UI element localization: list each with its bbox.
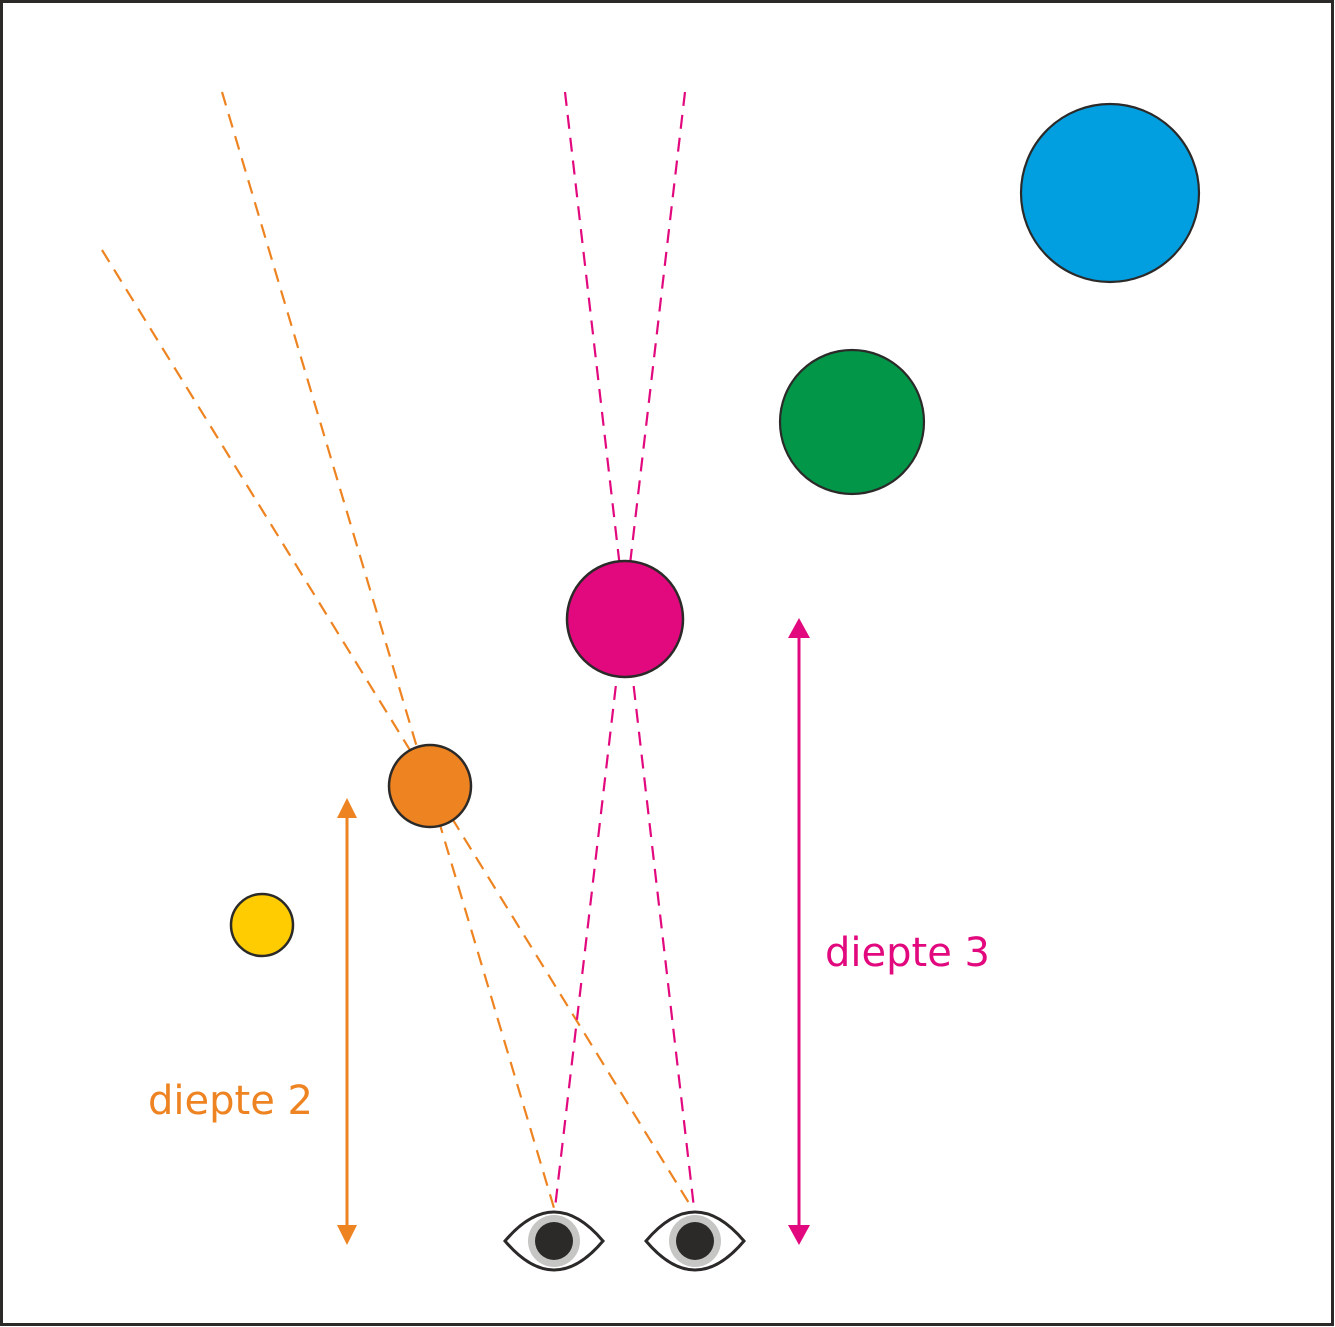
blue-circle — [1019, 102, 1201, 284]
magenta-circle — [565, 559, 685, 679]
orange-circle — [387, 743, 473, 829]
right-eye-icon — [644, 1210, 746, 1272]
depth-3-arrow — [788, 618, 810, 1245]
depth-2-label: diepte 2 — [148, 1078, 313, 1124]
left-eye-icon — [503, 1210, 605, 1272]
depth-2-arrow — [337, 798, 357, 1245]
yellow-circle — [229, 892, 295, 958]
green-circle — [778, 348, 926, 496]
orange-sight-line-left-eye — [220, 91, 556, 1209]
orange-sight-line-right-eye — [101, 249, 693, 1209]
depth-3-label: diepte 3 — [825, 930, 990, 976]
